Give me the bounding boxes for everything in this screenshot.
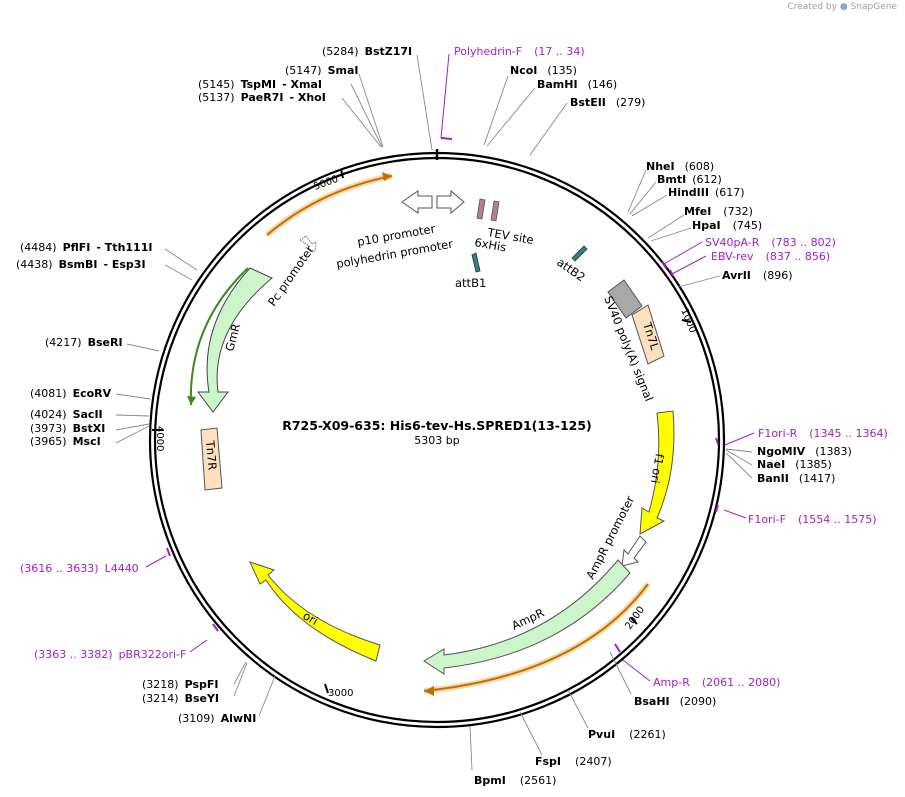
site-bsteii: BstEII(279) — [570, 96, 645, 109]
pc-promoter-arrow — [299, 235, 317, 252]
ampr-promoter-arrow — [621, 535, 647, 567]
snapgene-credit: Created by ● SnapGene — [787, 2, 897, 12]
polyhedrin-promoter-arrow — [436, 189, 465, 215]
site-bseyi: (3214)BseYI — [142, 692, 219, 705]
sv40-polya-block — [607, 279, 643, 319]
ampr-arrow — [423, 559, 631, 675]
p10-promoter-arrow — [401, 190, 433, 214]
primer-ebv-rev: EBV-rev(837 .. 856) — [711, 250, 830, 263]
site-mfei: MfeI(732) — [684, 205, 753, 218]
site-smai: (5147)SmaI — [285, 64, 358, 77]
tick-1000: 1000 — [678, 307, 698, 335]
ampr-promoter-label: AmpR promoter — [583, 493, 637, 581]
tn7r-block — [200, 427, 223, 491]
attb2-label: attB2 — [554, 255, 588, 284]
site-ecorv: (4081)EcoRV — [30, 387, 112, 400]
site-fspi: FspI(2407) — [535, 755, 612, 768]
primer-polyhedrin-f: Polyhedrin-F(17 .. 34) — [454, 45, 585, 58]
site-banii: BanII(1417) — [757, 472, 835, 485]
site-bseri: (4217)BseRI — [45, 336, 123, 349]
pc-promoter-label: Pc promoter — [265, 243, 317, 309]
attb2-marker — [571, 245, 588, 262]
primer-pbr322ori-f: (3363 .. 3382)pBR322ori-F — [34, 648, 186, 661]
site-tspmi: (5145)TspMI- XmaI — [198, 78, 322, 91]
primer-labels: Polyhedrin-F(17 .. 34) SV40pA-R(783 .. 8… — [20, 45, 888, 689]
ori-arrow — [249, 561, 381, 662]
site-msci: (3965)MscI — [30, 435, 101, 448]
primer-l4440: (3616 .. 3633)L4440 — [20, 562, 139, 575]
site-paer7i: (5137)PaeR7I- XhoI — [198, 91, 326, 104]
site-avrii: AvrII(896) — [722, 269, 793, 282]
site-bstxi: (3973)BstXI — [30, 422, 105, 435]
site-ncoi: NcoI(135) — [510, 64, 577, 77]
site-pflfi: (4484)PflFI- Tth111I — [20, 241, 152, 254]
f1-ori-arrow — [639, 410, 675, 535]
site-pspfi: (3218)PspFI — [142, 678, 218, 691]
plasmid-size: 5303 bp — [414, 434, 459, 447]
site-bmti: BmtI(612) — [657, 173, 722, 186]
tev-site-marker — [476, 198, 486, 220]
credit-brand: SnapGene — [850, 2, 897, 12]
site-ngomiv: NgoMIV(1383) — [757, 445, 852, 458]
tick-3000: 3000 — [328, 688, 353, 699]
site-bpmi: BpmI(2561) — [474, 774, 556, 787]
primer-f1ori-r: F1ori-R(1345 .. 1364) — [758, 427, 888, 440]
site-bsahi: BsaHI(2090) — [634, 695, 716, 708]
primers — [145, 53, 755, 682]
site-hpai: HpaI(745) — [692, 219, 762, 232]
gmr-arrow — [197, 267, 273, 413]
site-alwni: (3109)AlwNI — [178, 712, 256, 725]
primer-f1ori-f: F1ori-F(1554 .. 1575) — [748, 513, 877, 526]
site-leaders — [115, 54, 753, 771]
site-nhei: NheI(608) — [646, 160, 714, 173]
tn7l-block — [631, 304, 665, 365]
backbone — [148, 149, 726, 729]
site-bsmbi: (4438)BsmBI- Esp3I — [16, 258, 146, 271]
attb1-label: attB1 — [455, 276, 486, 290]
primer-sv40pa-r: SV40pA-R(783 .. 802) — [705, 236, 836, 249]
site-hindiii: HindIII(617) — [668, 186, 745, 199]
site-sacii: (4024)SacII — [30, 408, 103, 421]
tn7r-label: Tn7R — [203, 439, 220, 471]
tick-4000: 4000 — [154, 426, 165, 451]
site-bstz17i: (5284)BstZ17I — [322, 45, 412, 58]
attb1-marker — [471, 252, 481, 273]
site-labels: (5284)BstZ17I (5147)SmaI (5145)TspMI- Xm… — [16, 45, 852, 787]
credit-prefix: Created by — [787, 2, 837, 12]
site-bamhi: BamHI(146) — [537, 78, 617, 91]
site-pvui: PvuI(2261) — [588, 728, 666, 741]
site-naei: NaeI(1385) — [757, 458, 832, 471]
his-tag-label: 6xHis — [473, 235, 507, 254]
snapgene-logo-icon: ● — [839, 2, 848, 12]
primer-amp-r: Amp-R(2061 .. 2080) — [653, 676, 780, 689]
f1-ori-label: f1 ori — [648, 452, 667, 484]
ori-label: ori — [301, 608, 321, 628]
plasmid-title: R725-X09-635: His6-tev-Hs.SPRED1(13-125) — [282, 418, 592, 433]
